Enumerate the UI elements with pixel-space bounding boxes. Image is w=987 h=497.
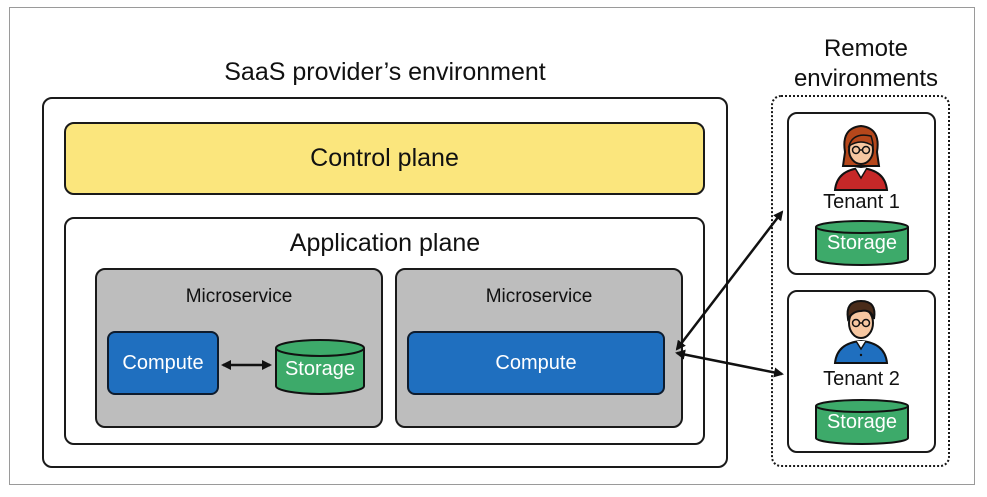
storage-cylinder-tenant-1: Storage xyxy=(814,219,910,267)
saas-environment-title: SaaS provider’s environment xyxy=(224,58,546,86)
compute-box-2: Compute xyxy=(407,331,665,395)
application-plane-label: Application plane xyxy=(289,229,481,257)
man-avatar-icon xyxy=(833,299,889,364)
storage-cylinder-tenant-2: Storage xyxy=(814,398,910,446)
remote-title-line1: Remote xyxy=(823,35,909,62)
compute-box-1: Compute xyxy=(107,331,219,395)
storage-cylinder-microservice: Storage xyxy=(274,338,366,396)
tenant-1-label: Tenant 1 xyxy=(823,191,900,213)
storage-label-microservice: Storage xyxy=(284,358,356,380)
storage-cylinder-icon xyxy=(275,339,365,395)
tenant-2-label: Tenant 2 xyxy=(823,368,900,390)
compute-label-2: Compute xyxy=(495,351,577,374)
remote-title-line2: environments xyxy=(793,65,939,92)
storage-label-tenant-2: Storage xyxy=(826,411,898,433)
remote-environments-title: Remote environments xyxy=(776,34,956,94)
microservice-label-2: Microservice xyxy=(485,286,593,307)
storage-cylinder-icon xyxy=(815,220,909,266)
control-plane-label: Control plane xyxy=(310,144,459,172)
control-plane-box: Control plane xyxy=(64,122,705,195)
woman-avatar-icon xyxy=(833,124,889,191)
microservice-label-1: Microservice xyxy=(185,286,293,307)
compute-label-1: Compute xyxy=(122,351,204,374)
storage-cylinder-icon xyxy=(815,399,909,445)
storage-label-tenant-1: Storage xyxy=(826,232,898,254)
